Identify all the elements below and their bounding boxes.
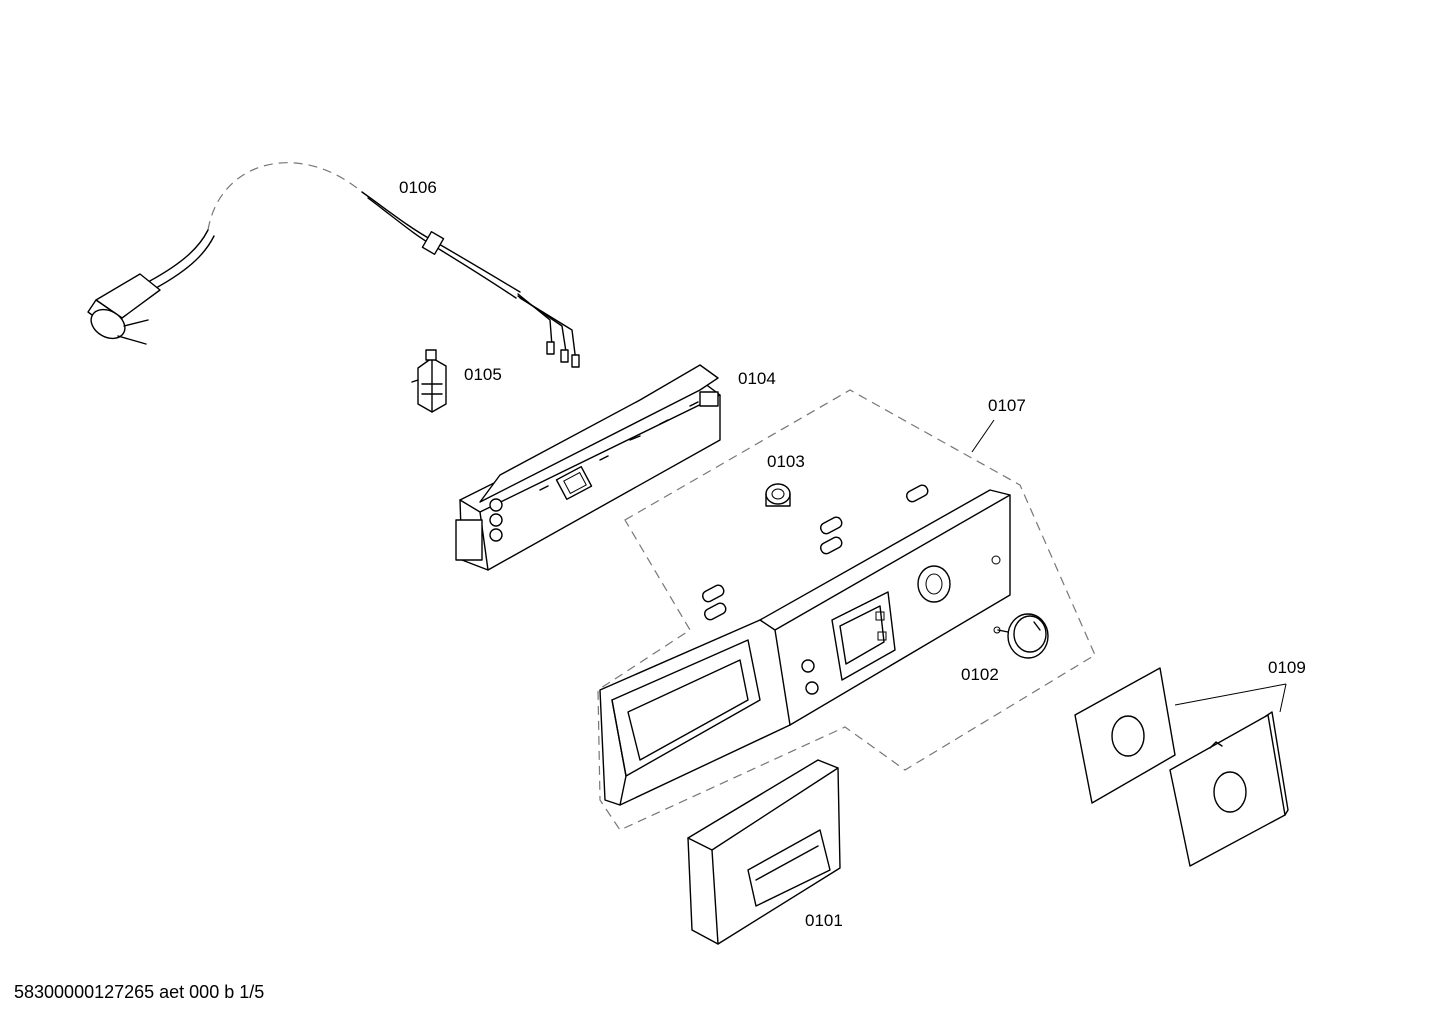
interference-suppressor: [411, 349, 447, 413]
part-label-0104: 0104: [738, 369, 776, 388]
part-label-0106: 0106: [399, 178, 437, 197]
knob-bearing: [765, 483, 791, 507]
panel-assembly-boundary: [597, 389, 1096, 831]
leader-lines: [971, 419, 1287, 713]
part-label-0109: 0109: [1268, 658, 1306, 677]
power-cord: [87, 162, 580, 368]
part-label-0105: 0105: [464, 365, 502, 384]
light-guides: [702, 484, 929, 621]
electronic-module: [455, 364, 721, 571]
part-label-0101: 0101: [805, 911, 843, 930]
part-label-0103: 0103: [767, 452, 805, 471]
part-label-0107: 0107: [988, 396, 1026, 415]
detergent-drawer-handle: [687, 759, 841, 945]
part-label-0102: 0102: [961, 665, 999, 684]
control-panel-fascia: [599, 489, 1011, 806]
programme-selector-knob: [993, 613, 1049, 659]
drawing-reference-footer: 58300000127265 aet 000 b 1/5: [14, 982, 265, 1002]
cover-panels: [1074, 667, 1289, 867]
